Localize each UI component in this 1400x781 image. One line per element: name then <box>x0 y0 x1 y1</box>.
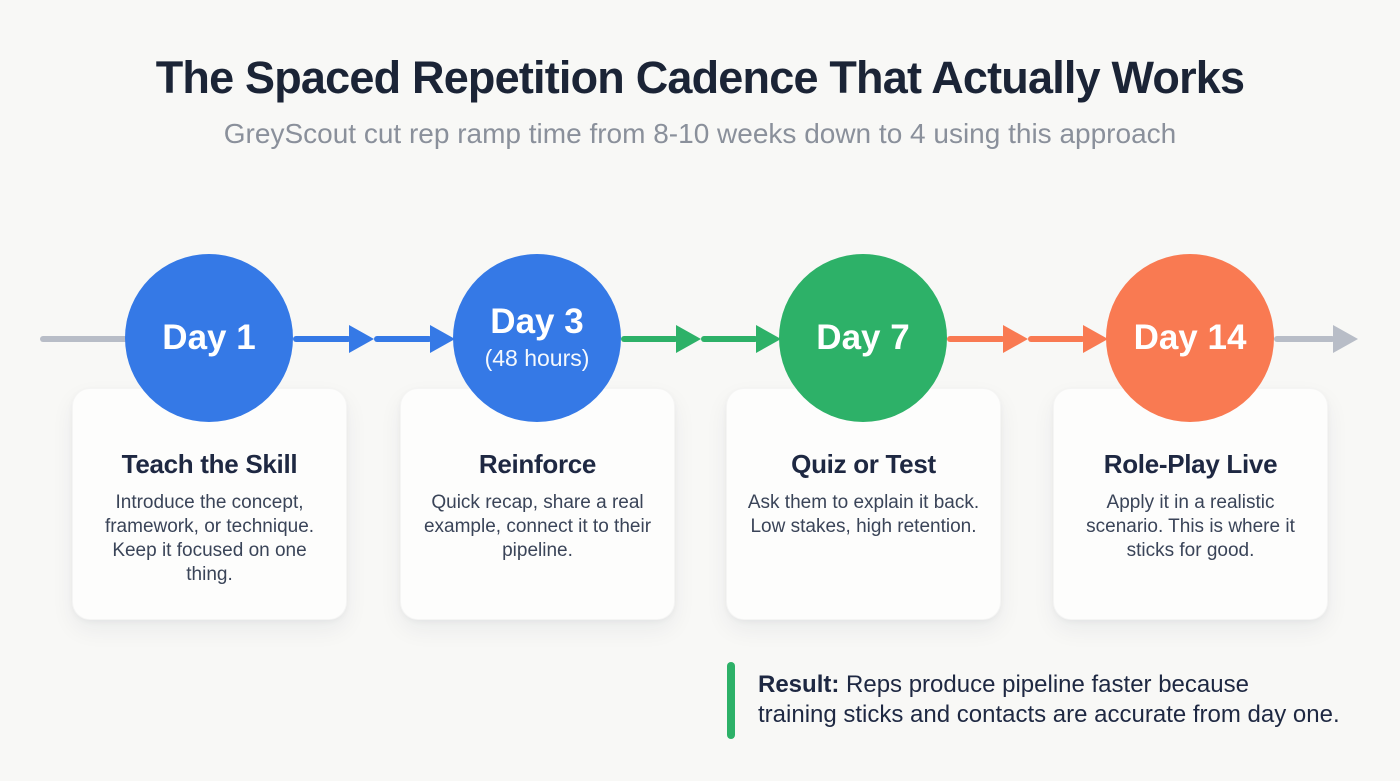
arrow-day7-to-day14 <box>947 324 1108 354</box>
result-label: Result: <box>758 671 840 698</box>
card-title: Role-Play Live <box>1103 449 1278 479</box>
milestone-day-label: Day 3 <box>490 302 584 342</box>
milestone-day-label: Day 1 <box>162 317 256 357</box>
arrowhead-icon <box>430 325 455 353</box>
arrowhead-icon <box>676 325 701 353</box>
arrow-line <box>1027 336 1085 342</box>
card-body: Apply it in a realistic scenario. This i… <box>1086 492 1295 561</box>
arrowhead-icon <box>756 325 781 353</box>
arrow-line <box>701 336 758 342</box>
arrow-line <box>621 336 678 342</box>
arrowhead-icon <box>349 325 374 353</box>
result-callout: Result: Reps produce pipeline faster bec… <box>727 662 1378 739</box>
result-text: Result: Reps produce pipeline faster bec… <box>758 662 1378 739</box>
result-line1: Reps produce pipeline faster because <box>846 671 1249 698</box>
milestone-day-label: Day 14 <box>1133 317 1247 357</box>
result-accent-bar <box>727 662 735 739</box>
page-subtitle: GreyScout cut rep ramp time from 8-10 we… <box>223 118 1177 149</box>
arrow-day1-to-day3 <box>293 324 455 354</box>
arrowhead-icon <box>1002 325 1028 353</box>
milestone-day-label: Day 7 <box>816 317 910 357</box>
timeline-start-line <box>40 336 132 342</box>
milestone-sublabel: (48 hours) <box>484 344 590 371</box>
stage-card-day1: Teach the Skill Introduce the concept, f… <box>72 388 347 620</box>
arrowhead-icon <box>1333 325 1358 353</box>
stage-card-day7: Quiz or Test Ask them to explain it back… <box>726 388 1001 620</box>
page-title: The Spaced Repetition Cadence That Actua… <box>155 52 1245 103</box>
arrow-line <box>374 336 432 342</box>
milestone-circle-day7: Day 7 <box>779 254 947 422</box>
result-line2: training sticks and contacts are accurat… <box>758 700 1340 728</box>
milestone-circle-day14: Day 14 <box>1106 254 1274 422</box>
milestone-circle-day1: Day 1 <box>125 254 293 422</box>
arrowhead-icon <box>1083 325 1108 353</box>
card-title: Quiz or Test <box>791 449 936 479</box>
milestone-circle-day3: Day 3 (48 hours) <box>453 254 621 422</box>
card-body: Quick recap, share a real example, conne… <box>423 492 652 561</box>
arrow-line <box>1274 336 1335 342</box>
arrow-line <box>293 336 351 342</box>
stage-card-day3: Reinforce Quick recap, share a real exam… <box>400 388 675 620</box>
stage-card-day14: Role-Play Live Apply it in a realistic s… <box>1053 388 1328 620</box>
arrow-day3-to-day7 <box>621 324 781 354</box>
card-title: Reinforce <box>478 449 597 479</box>
arrow-line <box>947 336 1005 342</box>
card-body: Introduce the concept, framework, or tec… <box>104 492 315 585</box>
card-body: Ask them to explain it back. Low stakes,… <box>747 492 980 537</box>
timeline-end-arrow <box>1274 324 1358 354</box>
card-title: Teach the Skill <box>121 449 298 479</box>
